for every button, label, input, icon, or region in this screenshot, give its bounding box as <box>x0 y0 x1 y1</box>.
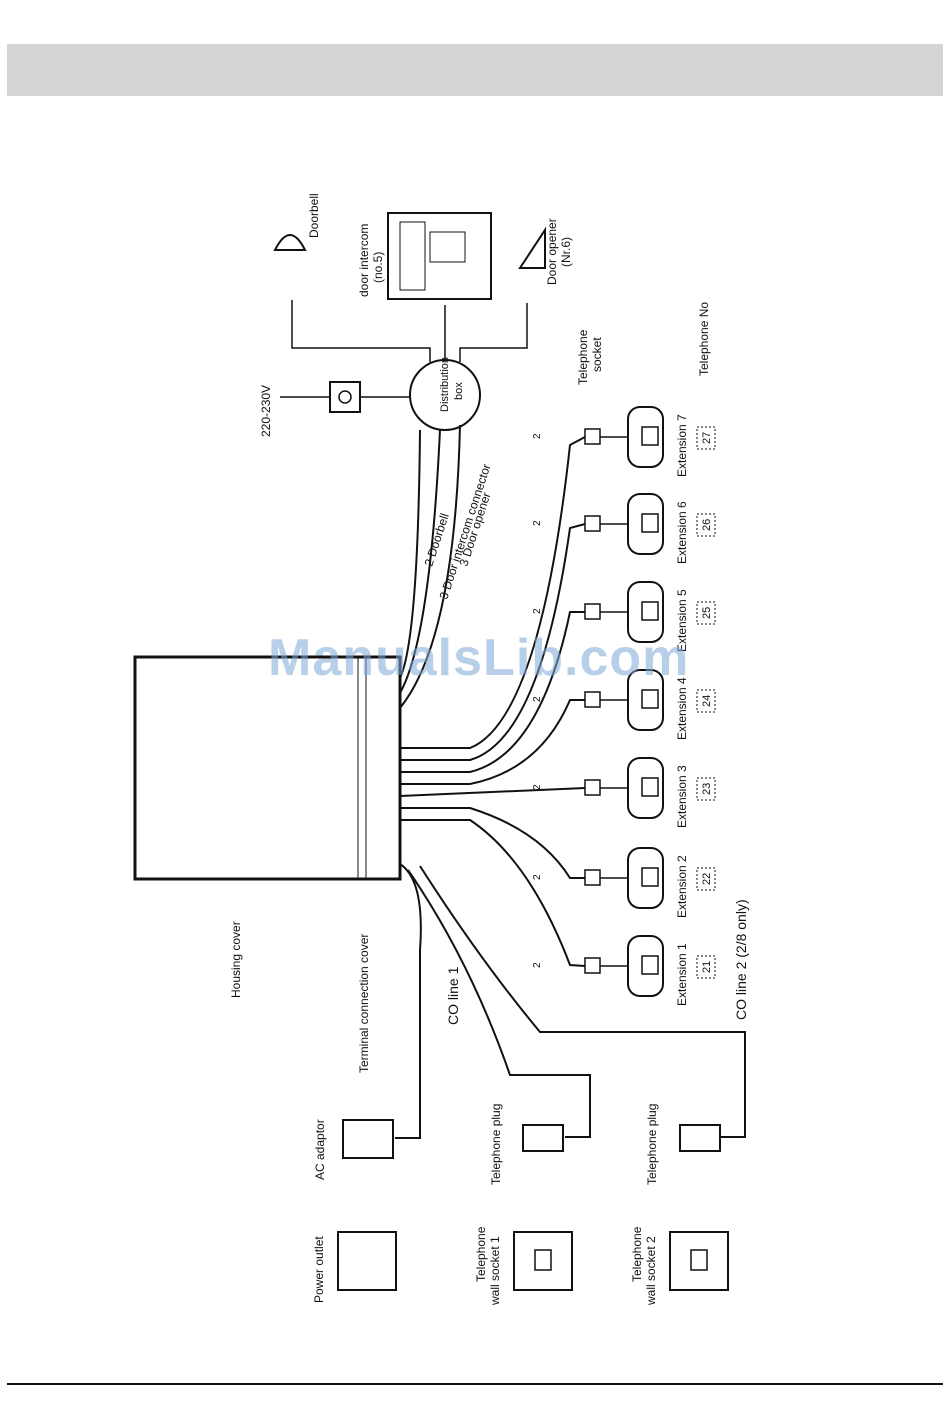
housing-cover-label: Housing cover <box>229 921 243 998</box>
distribution-label: Distribution <box>439 357 451 412</box>
footer-rule <box>7 1383 943 1385</box>
door-intercom-icon <box>387 212 492 300</box>
keypad-icon <box>641 777 659 797</box>
wall-socket-2-icon <box>669 1231 729 1291</box>
voltage-label: 220-230V <box>259 385 273 437</box>
telephone-no-label: Telephone No <box>697 302 711 376</box>
wire-doorbell-label: 2 Doorbell <box>422 512 452 568</box>
wall-socket-1-label: Telephone <box>474 1226 488 1282</box>
door-intercom-label: door intercom <box>357 224 371 297</box>
distribution-label-box: box <box>453 382 465 400</box>
telephone-socket-label-2: socket <box>590 337 604 372</box>
extension-number-box <box>696 513 716 537</box>
telephone-plug-1-icon <box>522 1124 564 1152</box>
header-band <box>7 44 943 96</box>
keypad-icon <box>641 426 659 446</box>
extension-number: 26 <box>701 519 713 531</box>
doorbell-icon <box>273 234 307 251</box>
extension-label: Extension 3 <box>675 765 689 828</box>
extension-label: Extension 2 <box>675 855 689 918</box>
transformer-icon <box>329 381 361 413</box>
extension-number: 25 <box>701 607 713 619</box>
extension-number-box <box>696 426 716 450</box>
extension-label: Extension 5 <box>675 589 689 652</box>
wall-socket-1-label-2: wall socket 1 <box>488 1236 502 1306</box>
extension-number: 24 <box>701 695 713 707</box>
telephone-socket-label: Telephone <box>576 329 590 385</box>
extension-number-box <box>696 955 716 979</box>
keypad-icon <box>641 513 659 533</box>
terminal-cover-label: Terminal connection cover <box>357 934 371 1073</box>
extension-number-box <box>696 867 716 891</box>
extension-number: 23 <box>701 783 713 795</box>
wire-count-label: 2 <box>532 608 543 614</box>
extension-number-box <box>696 601 716 625</box>
housing-box <box>133 655 402 881</box>
telephone-socket-icon <box>584 691 601 708</box>
co-line-1-label: CO line 1 <box>445 966 461 1025</box>
keypad-icon <box>641 867 659 887</box>
wire-count-label: 2 <box>532 874 543 880</box>
extension-label: Extension 4 <box>675 677 689 740</box>
wire-count-label: 2 <box>532 696 543 702</box>
wire-count-label: 2 <box>532 433 543 439</box>
extension-number: 21 <box>701 961 713 973</box>
wire-count-label: 2 <box>532 784 543 790</box>
telephone-socket-icon <box>584 869 601 886</box>
telephone-plug-2-icon <box>679 1124 721 1152</box>
extension-label: Extension 6 <box>675 501 689 564</box>
door-opener-icon <box>518 226 546 269</box>
telephone-plug-1-label: Telephone plug <box>489 1104 503 1185</box>
wire-count-label: 2 <box>532 962 543 968</box>
co-line-2-label: CO line 2 (2/8 only) <box>733 899 749 1020</box>
power-outlet-label: Power outlet <box>312 1236 326 1303</box>
ac-adaptor-label: AC adaptor <box>313 1119 327 1180</box>
telephone-socket-icon <box>584 957 601 974</box>
telephone-socket-icon <box>584 603 601 620</box>
wall-socket-2-label-2: wall socket 2 <box>644 1236 658 1306</box>
extension-number-box <box>696 777 716 801</box>
telephone-socket-icon <box>584 779 601 796</box>
keypad-icon <box>641 689 659 709</box>
extension-number-box <box>696 689 716 713</box>
wire-count-label: 2 <box>532 520 543 526</box>
telephone-socket-icon <box>584 428 601 445</box>
door-intercom-label-no: (no.5) <box>371 252 385 283</box>
extension-number: 27 <box>701 432 713 444</box>
door-opener-label-no: (Nr.6) <box>559 237 573 267</box>
power-outlet-icon <box>337 1231 397 1291</box>
extension-label: Extension 7 <box>675 414 689 477</box>
watermark-text: ManualsLib.com <box>268 629 690 687</box>
ac-adaptor-icon <box>342 1119 394 1159</box>
wall-socket-2-label: Telephone <box>630 1226 644 1282</box>
telephone-socket-icon <box>584 515 601 532</box>
wall-socket-1-icon <box>513 1231 573 1291</box>
keypad-icon <box>641 601 659 621</box>
extension-number: 22 <box>701 873 713 885</box>
door-opener-label: Door opener <box>545 218 559 285</box>
extension-label: Extension 1 <box>675 943 689 1006</box>
keypad-icon <box>641 955 659 975</box>
doorbell-label: Doorbell <box>307 193 321 238</box>
telephone-plug-2-label: Telephone plug <box>645 1104 659 1185</box>
